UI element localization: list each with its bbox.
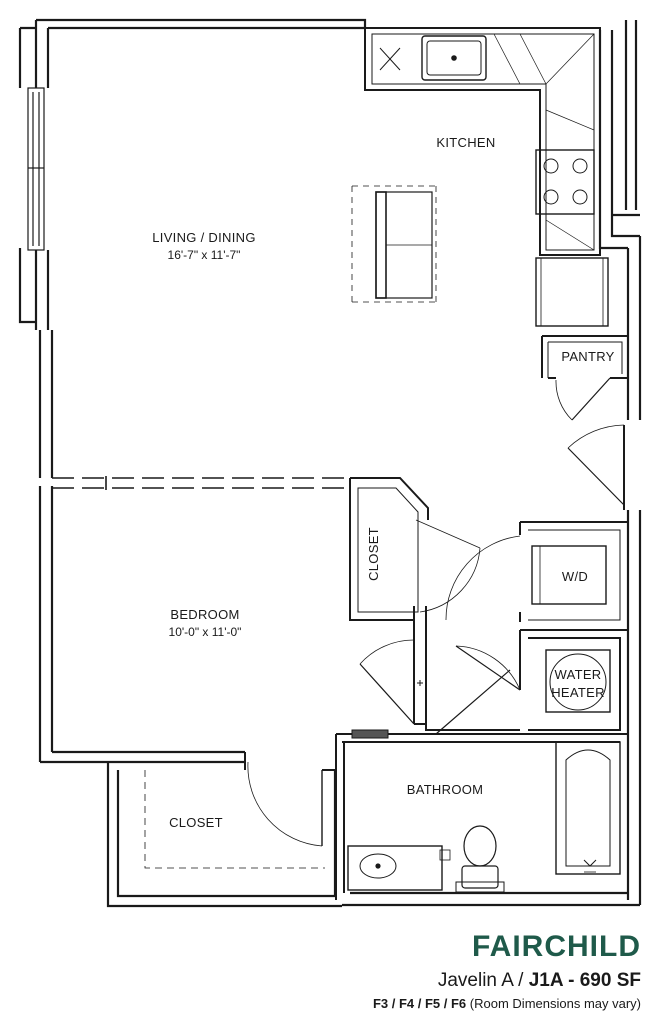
exterior-walls: [18, 18, 642, 908]
water-heater-closet: [455, 629, 628, 731]
wd-label: W/D: [562, 569, 588, 584]
bedroom-closet: [349, 477, 481, 640]
bedroom-label: BEDROOM: [170, 607, 239, 622]
lower-closet-door: [144, 752, 335, 869]
entry-door: [567, 424, 625, 510]
floors-info: F3 / F4 / F5 / F6 (Room Dimensions may v…: [373, 996, 641, 1011]
living-dining-dims: 16'-7" x 11'-7": [168, 248, 241, 262]
kitchen-label: KITCHEN: [436, 135, 495, 150]
model-name: Javelin A /: [437, 970, 524, 991]
unit-title: Javelin A / J1A - 690 SF: [438, 970, 641, 992]
dimension-note: (Room Dimensions may vary): [469, 996, 641, 1011]
pantry: [541, 335, 629, 421]
kitchen-counter: [364, 27, 609, 327]
unit-code: J1A - 690 SF: [528, 970, 641, 991]
living-bedroom-divider: [52, 476, 350, 490]
closet-upper-label: CLOSET: [366, 527, 381, 581]
laundry: [445, 521, 628, 622]
living-window: [27, 87, 45, 251]
bathroom: [335, 669, 628, 900]
water-heater-label-2: HEATER: [551, 685, 605, 700]
closet-lower-label: CLOSET: [169, 815, 223, 830]
brand-logo: FAIRCHILD: [472, 930, 641, 963]
floors-list: F3 / F4 / F5 / F6: [372, 996, 467, 1011]
pantry-label: PANTRY: [561, 349, 614, 364]
bedroom-dims: 10'-0" x 11'-0": [169, 625, 242, 639]
kitchen-island: [351, 185, 437, 303]
water-heater-label-1: WATER: [555, 667, 602, 682]
living-dining-label: LIVING / DINING: [152, 230, 255, 245]
hall-wall: [359, 639, 510, 731]
bathroom-label: BATHROOM: [407, 782, 484, 797]
